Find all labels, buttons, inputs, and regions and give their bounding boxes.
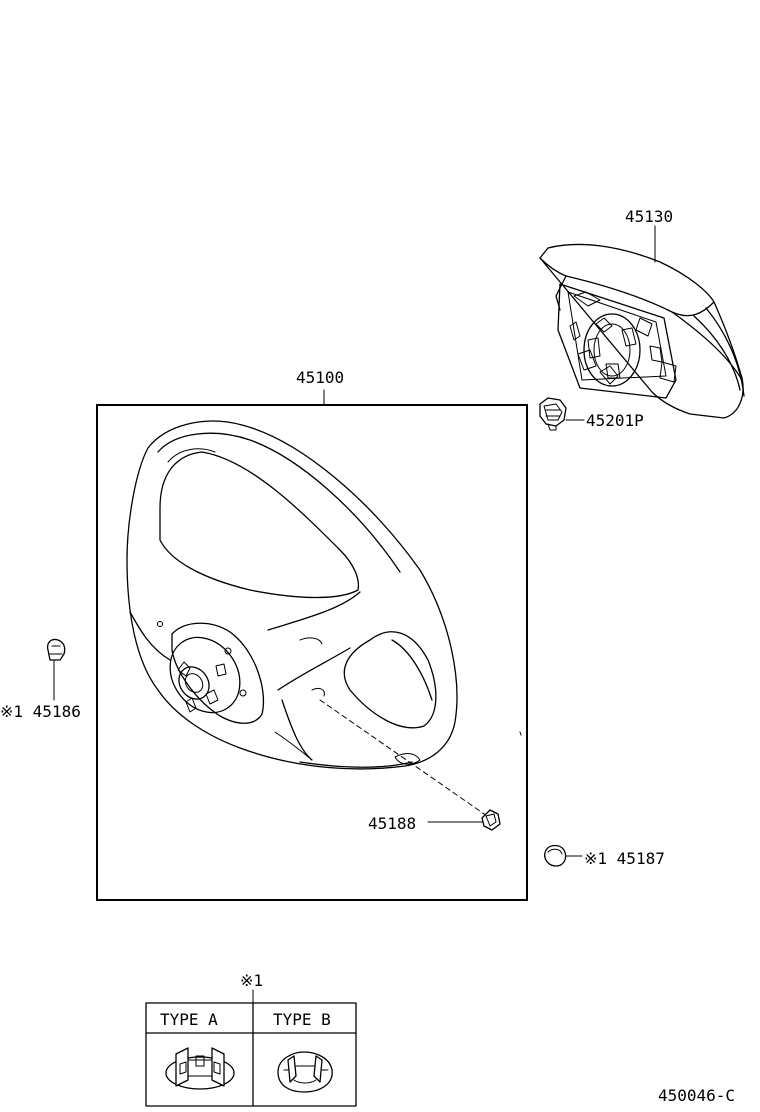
legend-type-b-label: TYPE B: [273, 1010, 331, 1029]
part-number-45201p: 45201P: [586, 411, 644, 430]
cover-45187: [544, 844, 567, 867]
part-number-45187: ※1 45187: [584, 849, 665, 868]
part-number-45130: 45130: [625, 207, 673, 226]
part-number-45186: ※1 45186: [0, 702, 81, 721]
steering-wheel: [126, 420, 522, 819]
type-a-clip: [165, 1047, 235, 1090]
cover-45186: [46, 638, 66, 661]
steering-pad-45130: [539, 243, 745, 419]
part-number-45100: 45100: [296, 368, 344, 387]
legend-type-a-label: TYPE A: [160, 1010, 218, 1029]
diagram-code: 450046-C: [658, 1086, 735, 1105]
part-number-45188: 45188: [368, 814, 416, 833]
nut-45201p: [539, 397, 567, 431]
type-b-clip: [277, 1051, 333, 1093]
wheel-assembly-box-45100: [96, 404, 528, 901]
legend-mark: ※1: [240, 971, 263, 990]
screw-45188: [481, 809, 501, 831]
type-legend-table: [145, 1002, 357, 1107]
